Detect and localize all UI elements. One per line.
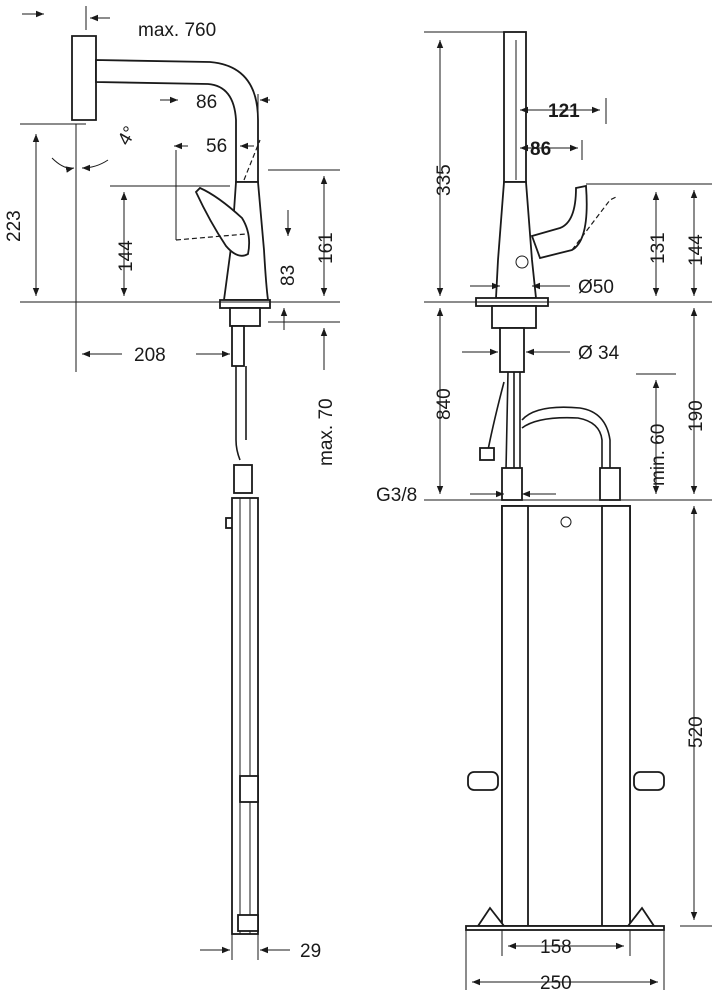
hose-box-side xyxy=(231,497,259,935)
spout-column xyxy=(503,31,527,183)
dim-86-left: 86 xyxy=(196,92,217,113)
dim-223: 223 xyxy=(4,210,25,242)
dim-angle: 4° xyxy=(114,123,141,149)
dim-121: 121 xyxy=(548,101,580,122)
dim-840: 840 xyxy=(434,388,455,420)
dim-158: 158 xyxy=(540,937,572,958)
base-plate xyxy=(219,299,271,309)
dim-250: 250 xyxy=(540,973,572,994)
supply-hoses xyxy=(235,366,247,461)
lever-handle xyxy=(194,186,251,257)
dim-dia-34: Ø 34 xyxy=(578,343,620,364)
box-foot xyxy=(465,925,665,931)
dim-144-left: 144 xyxy=(116,240,137,272)
dim-max-760: max. 760 xyxy=(138,20,216,41)
dim-144-right: 144 xyxy=(686,234,707,266)
faucet-body-front xyxy=(495,181,537,299)
dim-29: 29 xyxy=(300,941,321,962)
dim-131: 131 xyxy=(648,232,669,264)
lever-front xyxy=(530,184,588,260)
dim-max-70: max. 70 xyxy=(316,398,337,466)
dim-86-right: 86 xyxy=(530,139,551,160)
dim-thread: G3/8 xyxy=(376,485,417,506)
shank xyxy=(231,325,245,367)
dim-520: 520 xyxy=(686,716,707,748)
dim-56: 56 xyxy=(206,136,227,157)
side-view: max. 760 86 4° 56 223 144 161 83 208 max… xyxy=(4,6,340,962)
dim-208: 208 xyxy=(134,345,166,366)
spray-head xyxy=(71,35,97,121)
spray-hose-loop xyxy=(521,406,611,470)
dim-83: 83 xyxy=(278,265,299,286)
dim-min-60: min. 60 xyxy=(648,424,669,486)
dim-335: 335 xyxy=(434,164,455,196)
front-view: 335 121 86 131 144 Ø50 Ø 34 840 min. 60 … xyxy=(376,31,712,994)
shank-front xyxy=(499,327,525,373)
hoses-front xyxy=(505,371,521,471)
dim-190: 190 xyxy=(686,400,707,432)
dim-161: 161 xyxy=(316,232,337,264)
dim-dia-50: Ø50 xyxy=(578,277,614,298)
spout-arm xyxy=(95,59,259,183)
